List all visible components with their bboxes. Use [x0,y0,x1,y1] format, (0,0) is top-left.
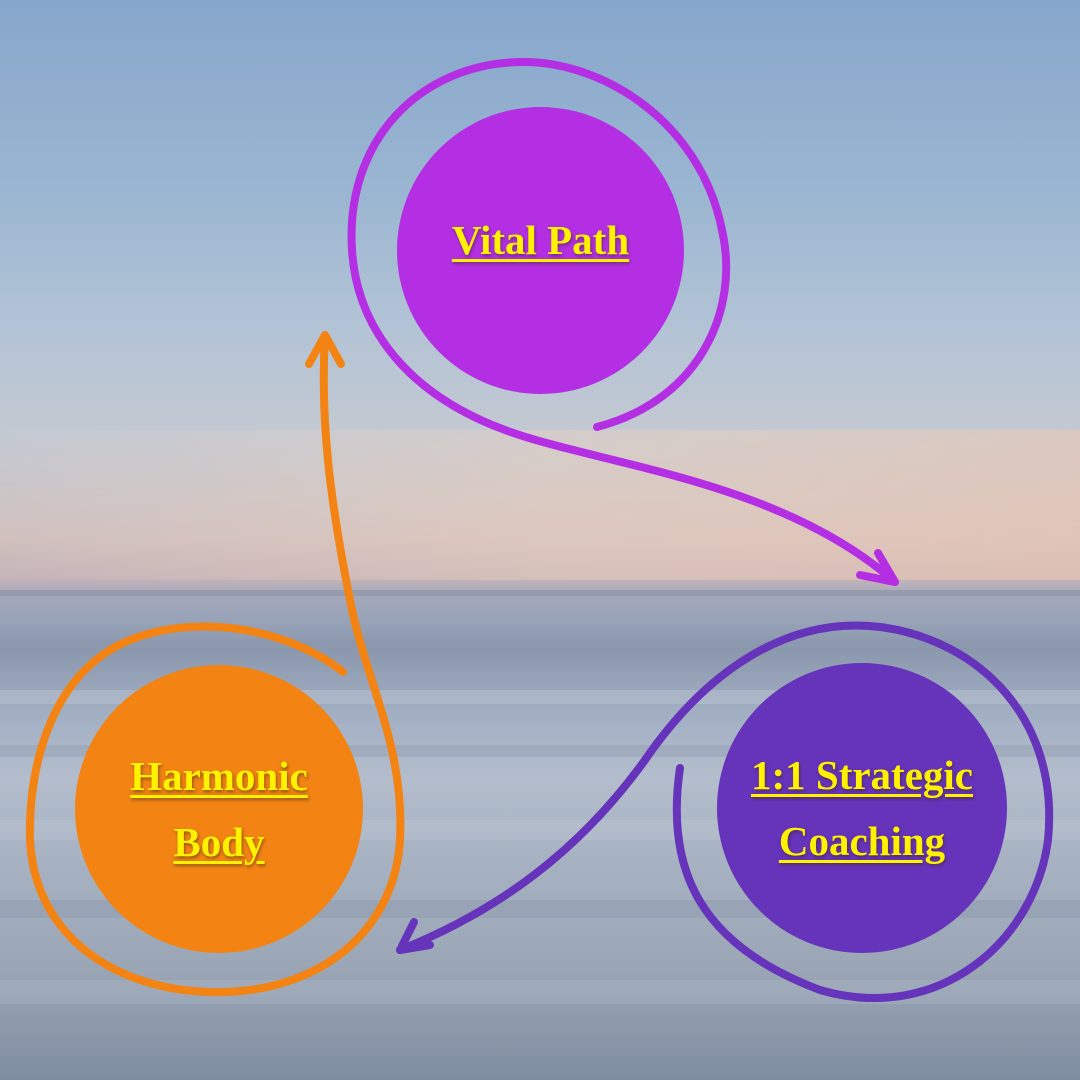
harmonic-body-label-line-2: Body [130,809,308,875]
strategic-coaching-label-line-2: Coaching [751,808,973,874]
vital-path-node[interactable]: Vital Path [397,107,684,394]
vital-path-link[interactable]: Vital Path [452,207,629,273]
strategic-coaching-node[interactable]: 1:1 Strategic Coaching [717,663,1007,953]
strategic-coaching-link[interactable]: 1:1 Strategic Coaching [751,742,973,875]
strategic-coaching-label-line-1: 1:1 Strategic [751,742,973,808]
harmonic-body-label-line-1: Harmonic [130,743,308,809]
vital-path-label: Vital Path [452,207,629,273]
harmonic-body-node[interactable]: Harmonic Body [75,665,363,953]
harmonic-body-link[interactable]: Harmonic Body [130,743,308,876]
